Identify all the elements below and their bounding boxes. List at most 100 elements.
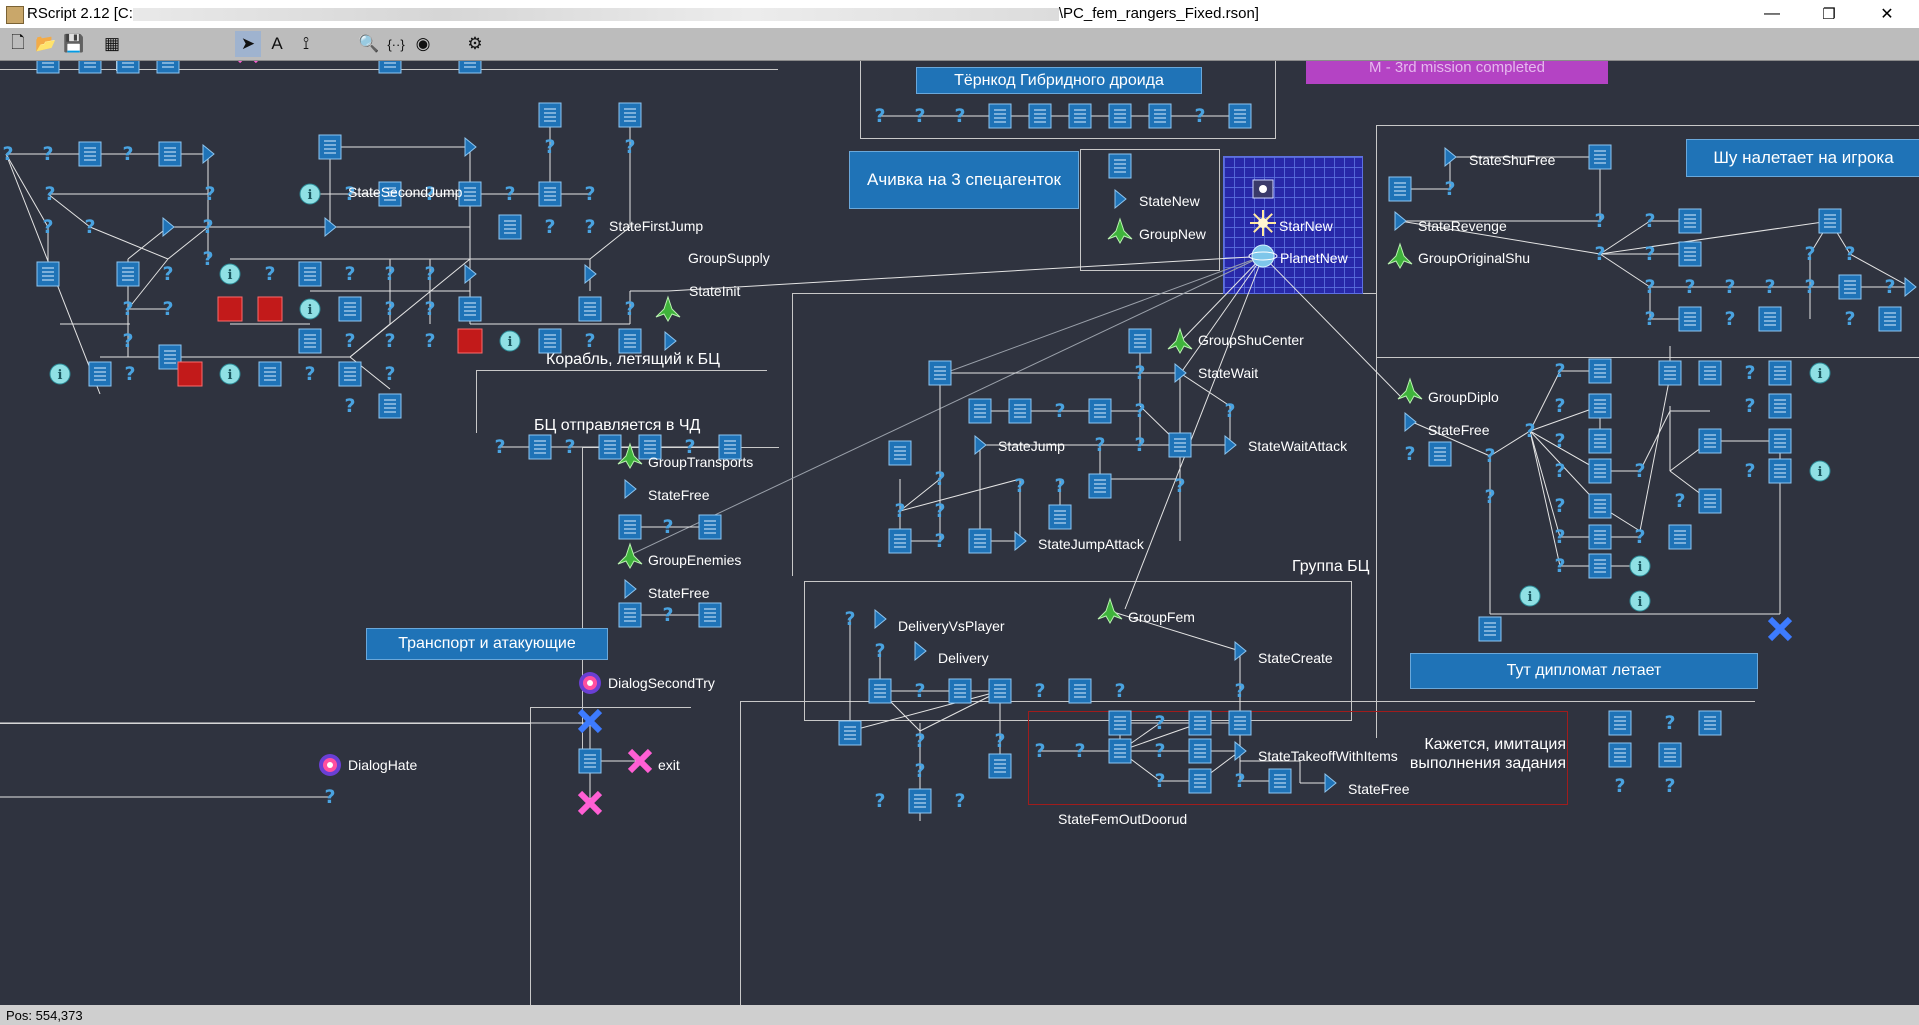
condition-node-icon[interactable]: ?: [874, 790, 885, 812]
document-node-icon[interactable]: [458, 61, 482, 74]
condition-node-icon[interactable]: ?: [324, 786, 335, 808]
document-node-icon[interactable]: [1678, 241, 1702, 267]
state-arrow-icon[interactable]: [1234, 640, 1247, 662]
purple-mission-banner[interactable]: M - 3rd mission completed: [1306, 61, 1608, 84]
label-state-free-1[interactable]: StateFree: [648, 487, 710, 503]
ship-group-icon[interactable]: [1097, 597, 1123, 625]
document-node-icon[interactable]: [1478, 616, 1502, 642]
document-node-icon[interactable]: [378, 393, 402, 419]
condition-node-icon[interactable]: ?: [1554, 495, 1565, 517]
condition-node-icon[interactable]: ?: [914, 105, 925, 127]
document-node-icon[interactable]: [1818, 208, 1842, 234]
condition-node-icon[interactable]: ?: [1154, 712, 1165, 734]
condition-node-icon[interactable]: ?: [204, 183, 215, 205]
condition-node-icon[interactable]: ?: [344, 330, 355, 352]
dialog-target-icon[interactable]: [579, 672, 601, 694]
label-delivery[interactable]: Delivery: [938, 650, 989, 666]
braces-icon[interactable]: {··}: [387, 36, 405, 52]
document-node-icon[interactable]: [156, 61, 180, 74]
condition-node-icon[interactable]: ?: [2, 143, 13, 165]
document-node-icon[interactable]: [158, 344, 182, 370]
state-arrow-icon[interactable]: [584, 263, 597, 285]
red-stop-node-icon[interactable]: [177, 361, 203, 387]
header-diplomat[interactable]: Тут дипломат летает: [1410, 653, 1758, 689]
condition-node-icon[interactable]: ?: [874, 640, 885, 662]
condition-node-icon[interactable]: ?: [264, 263, 275, 285]
state-arrow-icon[interactable]: [202, 143, 215, 165]
info-node-icon[interactable]: i: [299, 183, 321, 205]
condition-node-icon[interactable]: ?: [1644, 308, 1655, 330]
info-node-icon[interactable]: i: [1629, 590, 1651, 612]
condition-node-icon[interactable]: ?: [1744, 460, 1755, 482]
label-state-wait-attack[interactable]: StateWaitAttack: [1248, 438, 1348, 454]
document-node-icon[interactable]: [988, 753, 1012, 779]
info-node-icon[interactable]: i: [1809, 362, 1831, 384]
script-canvas[interactable]: M - 3rd mission completed Тёрнкод Гибрид…: [0, 61, 1919, 1005]
document-node-icon[interactable]: [1188, 768, 1212, 794]
label-state-wait[interactable]: StateWait: [1198, 365, 1259, 381]
condition-node-icon[interactable]: ?: [934, 500, 945, 522]
search-icon[interactable]: 🔍: [358, 34, 380, 53]
document-node-icon[interactable]: [1588, 493, 1612, 519]
header-achievement[interactable]: Ачивка на 3 спецагенток: [849, 151, 1079, 209]
condition-node-icon[interactable]: ?: [544, 136, 555, 158]
label-group-supply[interactable]: GroupSupply: [688, 250, 770, 266]
state-arrow-icon[interactable]: [874, 608, 887, 630]
document-node-icon[interactable]: [1768, 428, 1792, 454]
condition-node-icon[interactable]: ?: [894, 500, 905, 522]
condition-node-icon[interactable]: ?: [1234, 770, 1245, 792]
label-state-first-jump[interactable]: StateFirstJump: [609, 218, 704, 234]
condition-node-icon[interactable]: ?: [662, 604, 673, 626]
label-group-transports[interactable]: GroupTransports: [648, 454, 754, 470]
title-ship-to-bc[interactable]: Корабль, летящий к БЦ: [546, 351, 720, 368]
label-state-new[interactable]: StateNew: [1139, 193, 1200, 209]
document-node-icon[interactable]: [888, 440, 912, 466]
state-arrow-icon[interactable]: [1444, 146, 1457, 168]
label-group-enemies[interactable]: GroupEnemies: [648, 552, 742, 568]
document-node-icon[interactable]: [948, 678, 972, 704]
label-state-create[interactable]: StateCreate: [1258, 650, 1333, 666]
document-node-icon[interactable]: [1168, 432, 1192, 458]
document-node-icon[interactable]: [1108, 153, 1132, 179]
condition-node-icon[interactable]: ?: [1744, 395, 1755, 417]
condition-node-icon[interactable]: ?: [1224, 400, 1235, 422]
condition-node-icon[interactable]: ?: [1724, 308, 1735, 330]
condition-node-icon[interactable]: ?: [1194, 105, 1205, 127]
document-node-icon[interactable]: [538, 102, 562, 128]
condition-node-icon[interactable]: ?: [934, 530, 945, 552]
condition-node-icon[interactable]: ?: [1154, 740, 1165, 762]
info-node-icon[interactable]: i: [1629, 555, 1651, 577]
condition-node-icon[interactable]: ?: [584, 330, 595, 352]
condition-node-icon[interactable]: ?: [1234, 680, 1245, 702]
document-node-icon[interactable]: [1008, 398, 1032, 424]
condition-node-icon[interactable]: ?: [1554, 460, 1565, 482]
condition-node-icon[interactable]: ?: [1034, 740, 1045, 762]
condition-node-icon[interactable]: ?: [1844, 243, 1855, 265]
info-node-icon[interactable]: i: [219, 263, 241, 285]
info-node-icon[interactable]: i: [299, 298, 321, 320]
condition-node-icon[interactable]: ?: [1644, 276, 1655, 298]
document-node-icon[interactable]: [1658, 742, 1682, 768]
state-arrow-icon[interactable]: [464, 136, 477, 158]
label-exit-bottom[interactable]: exit: [658, 757, 680, 773]
document-node-icon[interactable]: [1678, 208, 1702, 234]
save-icon[interactable]: 💾: [63, 34, 85, 53]
document-node-icon[interactable]: [1588, 144, 1612, 170]
document-node-icon[interactable]: [378, 61, 402, 74]
condition-node-icon[interactable]: ?: [1054, 400, 1065, 422]
label-state-free-bottom[interactable]: StateFree: [1348, 781, 1410, 797]
condition-node-icon[interactable]: ?: [122, 298, 133, 320]
condition-node-icon[interactable]: ?: [584, 216, 595, 238]
document-node-icon[interactable]: [1588, 524, 1612, 550]
condition-node-icon[interactable]: ?: [384, 363, 395, 385]
condition-node-icon[interactable]: ?: [1804, 243, 1815, 265]
condition-node-icon[interactable]: ?: [954, 790, 965, 812]
condition-node-icon[interactable]: ?: [624, 298, 635, 320]
document-node-icon[interactable]: [338, 296, 362, 322]
condition-node-icon[interactable]: ?: [1524, 420, 1535, 442]
document-node-icon[interactable]: [1588, 428, 1612, 454]
ship-group-icon[interactable]: [1397, 377, 1423, 405]
new-file-icon[interactable]: 🗋: [11, 32, 25, 52]
condition-node-icon[interactable]: ?: [1844, 308, 1855, 330]
document-node-icon[interactable]: [78, 141, 102, 167]
